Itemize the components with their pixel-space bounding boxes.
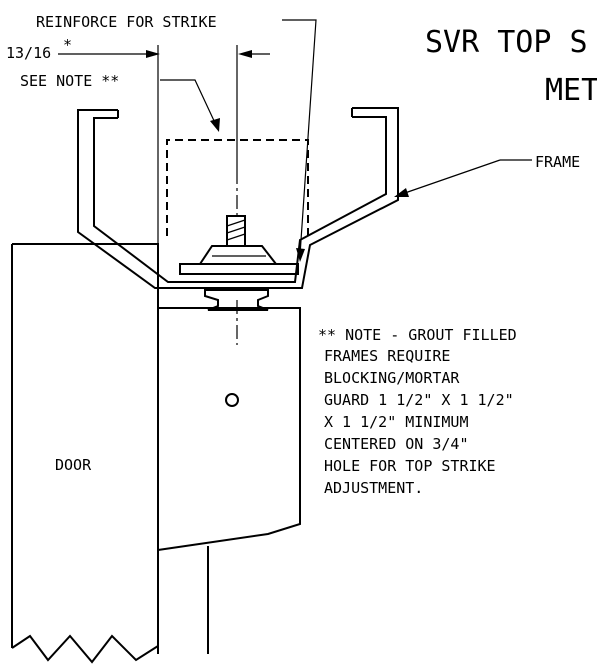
frame-leader-diag: [401, 159, 501, 195]
strike-body: [199, 245, 277, 265]
reinforce-leader: [282, 19, 317, 256]
frame-label: FRAME: [535, 153, 580, 171]
screw-thread-2: [226, 226, 246, 234]
frame-profile-inner: [93, 116, 387, 283]
pivot-hole: [225, 393, 239, 407]
dimension-mark: *: [63, 36, 72, 54]
adjustment-screw: [226, 215, 246, 247]
note-line-6: CENTERED ON 3/4": [324, 435, 469, 453]
dimension-label: 13/16: [6, 44, 51, 62]
drawing-title-line1: SVR TOP S: [425, 25, 588, 60]
arm-body: [157, 307, 301, 551]
door-outline: [12, 243, 159, 654]
note-line-1: ** NOTE - GROUT FILLED: [318, 326, 517, 344]
screw-thread-3: [226, 233, 246, 241]
see-note-leader: [160, 79, 217, 126]
frame-profile-outer: [77, 107, 399, 289]
note-line-3: BLOCKING/MORTAR: [324, 369, 460, 387]
note-line-5: X 1 1/2" MINIMUM: [324, 413, 469, 431]
see-note-label: SEE NOTE **: [20, 72, 119, 90]
strike-roller: [204, 289, 269, 311]
reinforce-label: REINFORCE FOR STRIKE: [36, 13, 217, 31]
door-break-line: [11, 634, 159, 664]
note-line-8: ADJUSTMENT.: [324, 479, 423, 497]
screw-thread-1: [226, 219, 246, 227]
drawing-title-line2: MET: [545, 73, 597, 108]
note-line-4: GUARD 1 1/2" X 1 1/2": [324, 391, 514, 409]
see-note-arrowhead: [210, 118, 220, 132]
note-line-7: HOLE FOR TOP STRIKE: [324, 457, 496, 475]
frame-arrowhead: [394, 188, 409, 197]
dimension-arrow-right: [238, 50, 252, 58]
door-label: DOOR: [55, 456, 92, 474]
reinforce-plate: [179, 263, 299, 275]
dimension-arrow-left: [146, 50, 160, 58]
note-line-2: FRAMES REQUIRE: [324, 347, 450, 365]
